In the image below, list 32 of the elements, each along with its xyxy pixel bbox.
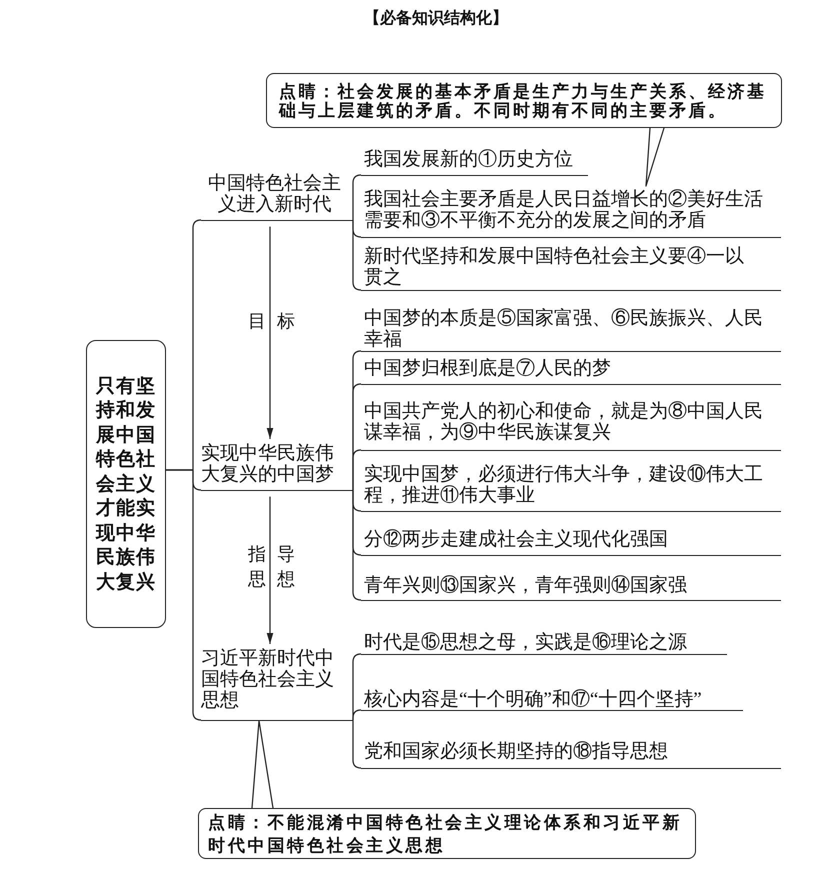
branch-heading: 中国特色社会主义进入新时代 <box>201 171 353 221</box>
bracket-line <box>352 709 362 721</box>
bracket-line <box>352 449 362 491</box>
knowledge-point: 分⑫两步走建成社会主义现代化强国 <box>361 526 781 556</box>
arrow <box>266 226 274 439</box>
edge-label: 指导思想 <box>248 543 307 591</box>
knowledge-point: 中国梦的本质是⑤国家富强、⑥民族振兴、人民幸福 <box>361 305 781 352</box>
knowledge-point: 核心内容是“十个明确”和⑰“十四个坚持” <box>361 686 743 711</box>
callout-tail <box>645 127 665 187</box>
knowledge-point: 实现中国梦，必须进行伟大斗争，建设⑩伟大工程，推进⑪伟大事业 <box>361 461 781 512</box>
arrow <box>266 496 274 644</box>
knowledge-point: 中国梦归根到底是⑦人民的梦 <box>361 355 781 385</box>
branch-heading: 习近平新时代中国特色社会主义思想 <box>201 646 353 721</box>
knowledge-point: 青年兴则⑬国家兴，青年强则⑭国家强 <box>361 572 781 601</box>
knowledge-point: 我国发展新的①历史方位 <box>361 146 588 176</box>
bracket-line <box>352 174 362 221</box>
knowledge-point: 新时代坚持和发展中国特色社会主义要④一以贯之 <box>361 243 781 291</box>
topic-box: 只有坚持和发展中国特色社会主义才能实现中华民族伟大复兴 <box>86 340 166 628</box>
edge-label: 目标 <box>248 310 307 332</box>
callout-tail <box>251 720 274 809</box>
callout-bubble: 点睛：不能混淆中国特色社会主义理论体系和习近平新时代中国特色社会主义思想 <box>198 808 696 859</box>
knowledge-point: 中国共产党人的初心和使命，就是为⑧中国人民谋幸福，为⑨中华民族谋复兴 <box>361 398 781 451</box>
callout-bubble: 点睛：社会发展的基本矛盾是生产力与生产关系、经济基础与上层建筑的矛盾。不同时期有不同的主要矛盾。 <box>266 73 782 128</box>
branch-heading: 实现中华民族伟大复兴的中国梦 <box>201 441 353 491</box>
knowledge-point: 时代是⑮思想之母，实践是⑯理论之源 <box>361 629 727 655</box>
bracket-line <box>352 489 362 601</box>
knowledge-point: 我国社会主要矛盾是人民日益增长的②美好生活需要和③不平衡不充分的发展之间的矛盾 <box>361 186 781 238</box>
bracket-line <box>352 719 362 769</box>
knowledge-point: 党和国家必须长期坚持的⑱指导思想 <box>361 738 781 769</box>
title: 【必备知识结构化】 <box>364 8 508 29</box>
bracket-line <box>166 469 202 721</box>
bracket-line <box>352 219 362 291</box>
